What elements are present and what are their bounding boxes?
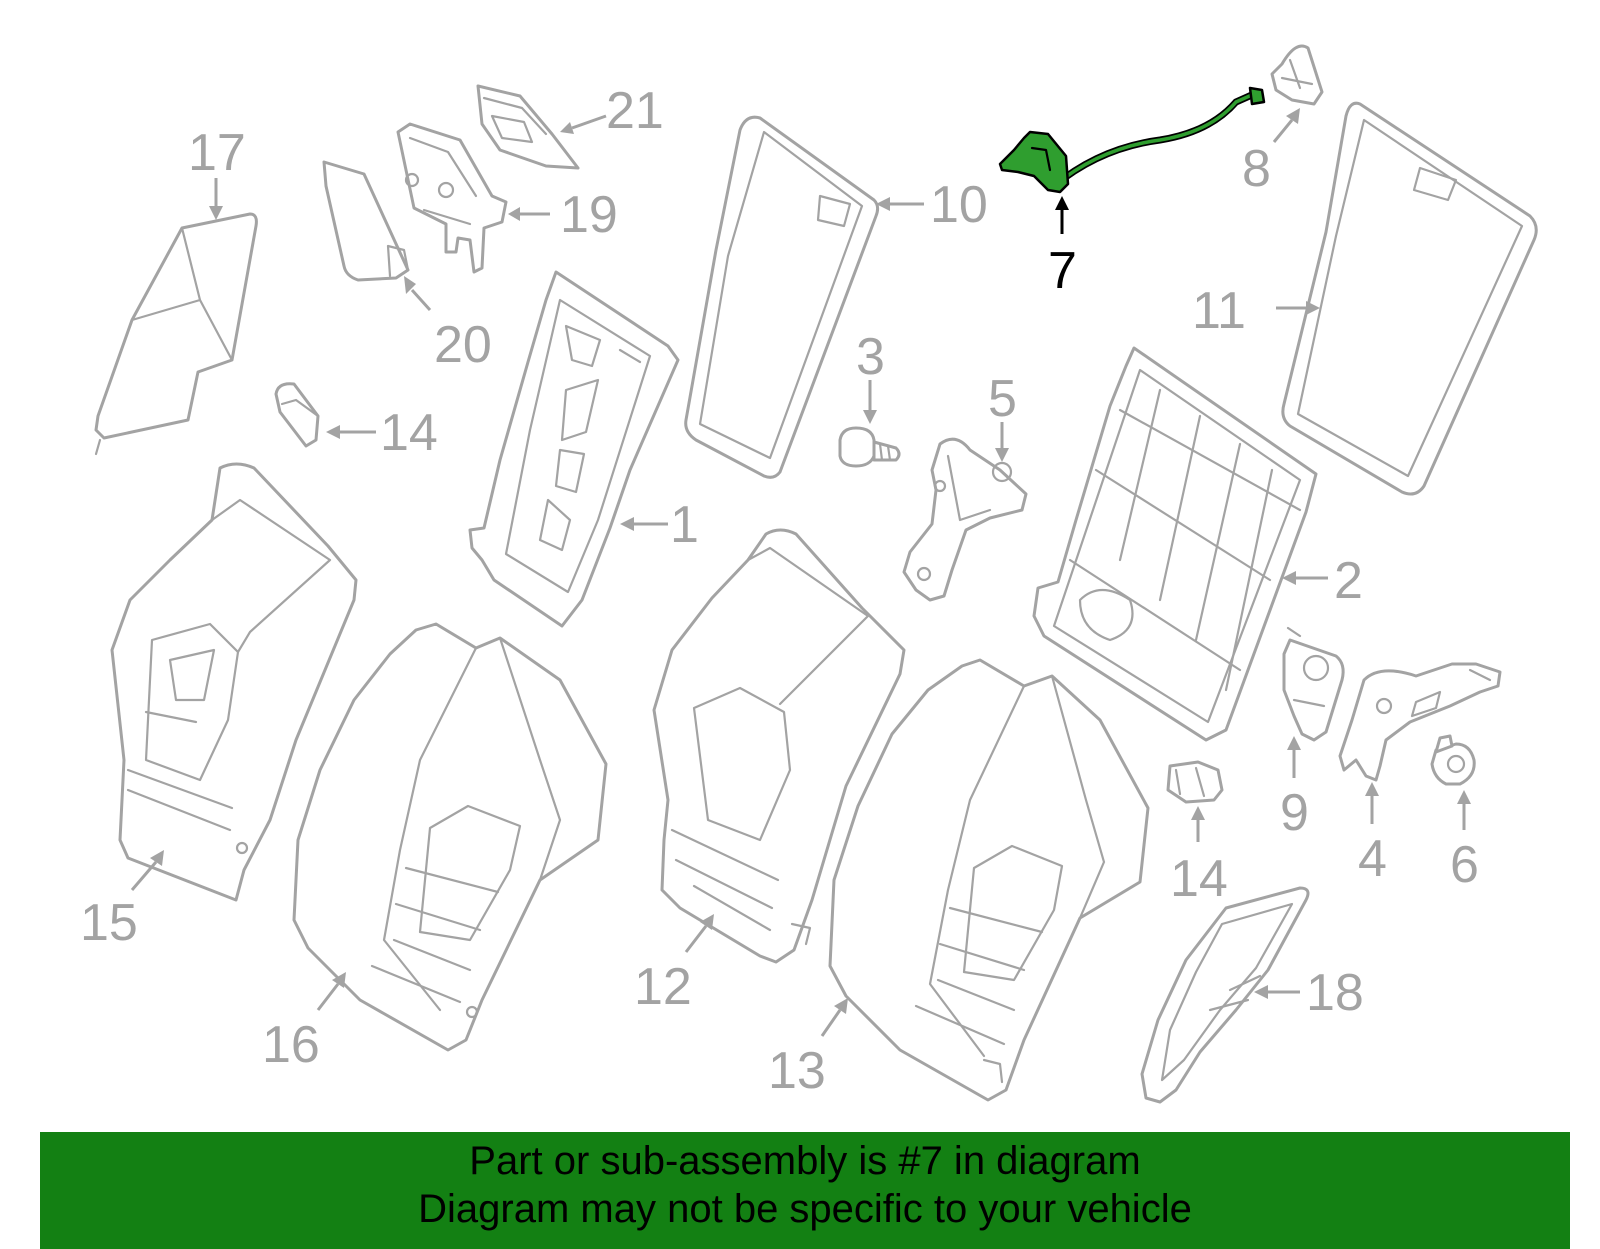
callout-13: 13 (768, 1042, 826, 1100)
callout-10: 10 (930, 176, 988, 234)
part-13-backrest-cover[interactable] (828, 658, 1150, 1102)
part-1-backrest-frame[interactable] (468, 270, 680, 628)
callout-17: 17 (188, 124, 246, 182)
part-9-recliner[interactable] (1282, 626, 1345, 742)
parts-diagram: 17 21 19 20 14 1 10 3 5 7 8 11 2 9 4 6 1… (80, 44, 1538, 1104)
part-17-side-cover[interactable] (94, 212, 258, 456)
part-10-panel[interactable] (684, 115, 880, 479)
callout-15: 15 (80, 894, 138, 952)
part-20-trim-panel[interactable] (322, 160, 410, 282)
callout-7: 7 (1048, 242, 1077, 300)
part-11-rear-panel[interactable] (1281, 101, 1538, 496)
part-12-backrest-cover[interactable] (652, 528, 906, 964)
banner-line-part: Part or sub-assembly is #7 in diagram (469, 1139, 1141, 1183)
callout-labels: 17 21 19 20 14 1 10 3 5 7 8 11 2 9 4 6 1… (80, 82, 1479, 1100)
part-14-clip-right[interactable] (1166, 760, 1224, 804)
part-19-bracket[interactable] (396, 122, 508, 274)
banner-line-disclaimer: Diagram may not be specific to your vehi… (418, 1187, 1192, 1231)
leader-lines (130, 108, 1471, 1037)
callout-1: 1 (670, 496, 699, 554)
callout-20: 20 (434, 316, 492, 374)
callout-14-left: 14 (380, 404, 438, 462)
callout-4: 4 (1358, 830, 1387, 888)
callout-2: 2 (1334, 552, 1363, 610)
callout-11: 11 (1192, 282, 1246, 340)
part-8-bracket[interactable] (1270, 44, 1324, 106)
part-16-backrest-cover[interactable] (292, 622, 608, 1052)
part-3-bolt[interactable] (838, 426, 901, 468)
part-15-backrest-cover[interactable] (110, 462, 358, 902)
callout-5: 5 (988, 370, 1017, 428)
callout-18: 18 (1306, 964, 1364, 1022)
part-21-clip-panel[interactable] (476, 84, 580, 170)
callout-21: 21 (606, 82, 664, 140)
part-6-bolt[interactable] (1430, 734, 1476, 786)
callout-12: 12 (634, 958, 692, 1016)
part-4-hinge-plate[interactable] (1338, 662, 1502, 782)
callout-8: 8 (1242, 140, 1271, 198)
callout-9: 9 (1280, 784, 1309, 842)
part-5-hinge-bracket[interactable] (902, 437, 1028, 602)
callout-3: 3 (856, 328, 885, 386)
part-14-clip-left[interactable] (274, 382, 320, 448)
callout-6: 6 (1450, 836, 1479, 894)
callout-19: 19 (560, 186, 618, 244)
part-7-release-cable[interactable] (998, 86, 1266, 194)
part-2-rear-frame[interactable] (1032, 346, 1318, 742)
callout-16: 16 (262, 1016, 320, 1074)
info-banner: Part or sub-assembly is #7 in diagram Di… (40, 1132, 1570, 1249)
callout-14-right: 14 (1170, 850, 1228, 908)
part-18-side-shield[interactable] (1140, 886, 1310, 1104)
